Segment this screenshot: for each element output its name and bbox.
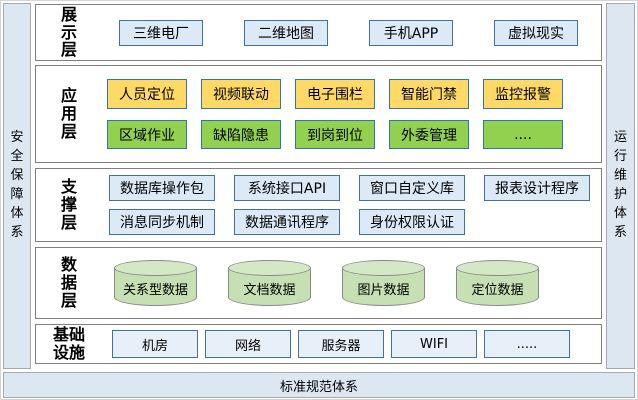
box-3d-plant: 三维电厂 [119,19,203,46]
security-assurance-bar: 安 全 保 障 体 系 [3,3,31,369]
cylinder-top-icon [342,260,425,276]
security-assurance-label: 安 全 保 障 体 系 [10,130,24,240]
operation-maintenance-label: 运 行 维 护 体 系 [613,130,627,240]
box-wifi: WIFI [391,330,477,358]
box-virtual-reality: 虚拟现实 [494,19,578,46]
support-row-2: 消息同步机制 数据通讯程序 身份权限认证 [102,209,601,235]
box-smart-access-control: 智能门禁 [389,79,469,109]
cylinder-top-icon [114,260,197,276]
layer-application: 应 用 层 人员定位 视频联动 电子围栏 智能门禁 监控报警 区域作业 缺陷隐患… [35,65,602,163]
box-area-work: 区域作业 [107,120,187,149]
layer-data-title: 数 据 层 [60,255,77,310]
box-identity-auth: 身份权限认证 [359,209,465,235]
cylinder-location-data: 定位数据 [456,260,539,306]
box-video-linkage: 视频联动 [201,79,281,109]
layer-support-title: 支 撑 层 [60,177,77,232]
box-window-custom-lib: 窗口自定义库 [359,175,465,201]
box-server-room: 机房 [112,330,198,358]
box-message-sync: 消息同步机制 [109,209,215,235]
application-row-1: 人员定位 视频联动 电子围栏 智能门禁 监控报警 [102,79,601,109]
layer-presentation: 展 示 层 三维电厂 二维地图 手机APP 虚拟现实 [35,4,602,61]
box-on-duty: 到岗到位 [295,120,375,149]
layer-support: 支 撑 层 数据库操作包 系统接口API 窗口自定义库 报表设计程序 消息同步机… [35,168,602,242]
box-network: 网络 [205,330,291,358]
cylinder-top-icon [456,260,539,276]
layer-presentation-title: 展 示 层 [60,4,77,60]
box-defect-hazard: 缺陷隐患 [201,120,281,149]
box-system-api: 系统接口API [234,175,340,201]
box-2d-map: 二维地图 [244,19,328,46]
cylinder-relational-data: 关系型数据 [114,260,197,306]
box-more-apps: .... [483,120,563,149]
box-more-infra: ..... [484,330,570,358]
box-db-operation-pkg: 数据库操作包 [109,175,215,201]
layer-data: 数 据 层 关系型数据 文档数据 图片数据 [35,247,602,319]
application-row-2: 区域作业 缺陷隐患 到岗到位 外委管理 .... [102,120,601,149]
infrastructure-row: 机房 网络 服务器 WIFI ..... [102,330,601,358]
standards-spec-label: 标准规范体系 [279,379,358,395]
cylinder-top-icon [228,260,311,276]
layer-infrastructure: 基础 设施 机房 网络 服务器 WIFI ..... [35,324,602,364]
box-data-comm: 数据通讯程序 [234,209,340,235]
cylinder-image-data: 图片数据 [342,260,425,306]
box-monitoring-alarm: 监控报警 [483,79,563,109]
box-outsourcing-mgmt: 外委管理 [389,120,469,149]
standards-spec-bar: 标准规范体系 [3,372,635,398]
box-mobile-app: 手机APP [369,19,453,46]
box-report-designer: 报表设计程序 [484,175,590,201]
cylinder-document-data: 文档数据 [228,260,311,306]
layer-application-title: 应 用 层 [60,86,77,141]
presentation-row: 三维电厂 二维地图 手机APP 虚拟现实 [102,19,601,46]
support-row-1: 数据库操作包 系统接口API 窗口自定义库 报表设计程序 [102,175,601,201]
box-personnel-location: 人员定位 [107,79,187,109]
box-electronic-fence: 电子围栏 [295,79,375,109]
operation-maintenance-bar: 运 行 维 护 体 系 [606,3,635,369]
layer-infrastructure-title: 基础 设施 [52,325,85,362]
data-row: 关系型数据 文档数据 图片数据 定位数据 [102,260,601,306]
box-server: 服务器 [298,330,384,358]
